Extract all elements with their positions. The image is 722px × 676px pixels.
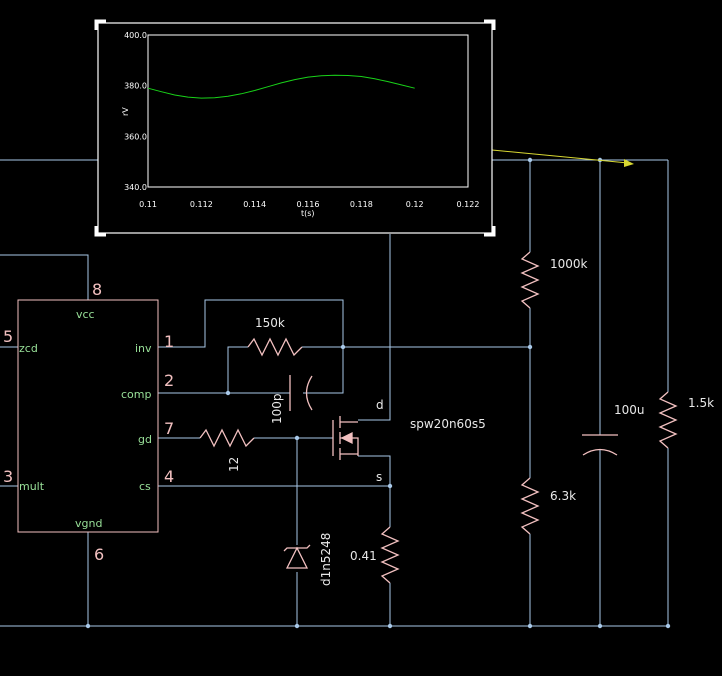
mosfet-drain-label: d	[376, 398, 384, 412]
scope-resize-handles[interactable]	[94, 19, 496, 237]
chip-label-comp: comp	[121, 388, 151, 401]
zener-diode[interactable]	[283, 544, 311, 569]
resistor-divider-top[interactable]	[520, 251, 540, 309]
pin-number-mult: 3	[3, 467, 13, 486]
resistor-load[interactable]	[658, 391, 678, 449]
x-tick-label: 0.12	[406, 200, 424, 209]
zener-diode-label: d1n5248	[319, 533, 333, 586]
controller-chip[interactable]: vcc zcd inv comp gd mult cs vgnd 8 1 5 2…	[3, 280, 174, 564]
resistor-divider-bottom-label: 6.3k	[550, 489, 576, 503]
x-tick-label: 0.122	[457, 200, 480, 209]
pin-number-comp: 2	[164, 371, 174, 390]
resistor-feedback-label: 150k	[255, 316, 285, 330]
voltage-probe[interactable]	[491, 149, 634, 167]
x-tick-label: 0.11	[139, 200, 157, 209]
capacitor-output[interactable]	[582, 434, 618, 456]
scope-frame	[97, 22, 493, 234]
resistor-sense-label: 0.41	[350, 549, 377, 563]
resistor-divider-bottom[interactable]	[520, 477, 540, 535]
resistor-load-label: 1.5k	[688, 396, 714, 410]
y-tick-label: 360.0	[124, 132, 147, 141]
pin-number-vcc: 8	[92, 280, 102, 299]
plot-area	[147, 34, 469, 188]
pin-number-vgnd: 6	[94, 545, 104, 564]
capacitor-output-label: 100u	[614, 403, 645, 417]
pin-number-gd: 7	[164, 419, 174, 438]
mosfet[interactable]	[332, 416, 359, 460]
chip-label-vcc: vcc	[76, 308, 95, 321]
pin-number-inv: 1	[164, 332, 174, 351]
x-axis-label: t(s)	[301, 209, 315, 218]
wires	[0, 159, 669, 627]
x-tick-label: 0.114	[243, 200, 266, 209]
x-axis-ticks: 0.11 0.112 0.114 0.116 0.118 0.12 0.122	[139, 200, 479, 209]
pin-number-cs: 4	[164, 467, 174, 486]
chip-label-inv: inv	[135, 342, 152, 355]
x-tick-label: 0.116	[297, 200, 320, 209]
y-tick-label: 400.0	[124, 31, 147, 40]
x-tick-label: 0.118	[350, 200, 373, 209]
chip-label-mult: mult	[19, 480, 45, 493]
mosfet-source-label: s	[376, 470, 382, 484]
resistor-divider-top-label: 1000k	[550, 257, 588, 271]
resistor-feedback[interactable]	[247, 337, 303, 357]
chip-label-cs: cs	[139, 480, 151, 493]
resistor-sense[interactable]	[380, 526, 400, 584]
capacitor-comp-label: 100p	[270, 393, 284, 424]
pin-number-zcd: 5	[3, 327, 13, 346]
chip-body	[17, 299, 159, 533]
chip-label-gd: gd	[138, 433, 152, 446]
chip-label-zcd: zcd	[19, 342, 38, 355]
resistor-gate-label: 12	[227, 457, 241, 472]
y-tick-label: 340.0	[124, 183, 147, 192]
voltage-trace	[147, 74, 415, 99]
resistor-gate[interactable]	[199, 428, 255, 448]
y-axis-label: rV	[121, 107, 130, 116]
mosfet-label: spw20n60s5	[410, 417, 486, 431]
scope-window[interactable]: 400.0 380.0 360.0 340.0 0.11 0.112 0.114 0.116…	[94, 19, 496, 237]
y-tick-label: 380.0	[124, 82, 147, 91]
x-tick-label: 0.112	[190, 200, 213, 209]
y-axis-ticks: 400.0 380.0 360.0 340.0	[124, 31, 147, 192]
capacitor-comp[interactable]	[289, 375, 313, 411]
chip-label-vgnd: vgnd	[75, 517, 102, 530]
junction-dots	[85, 157, 671, 629]
